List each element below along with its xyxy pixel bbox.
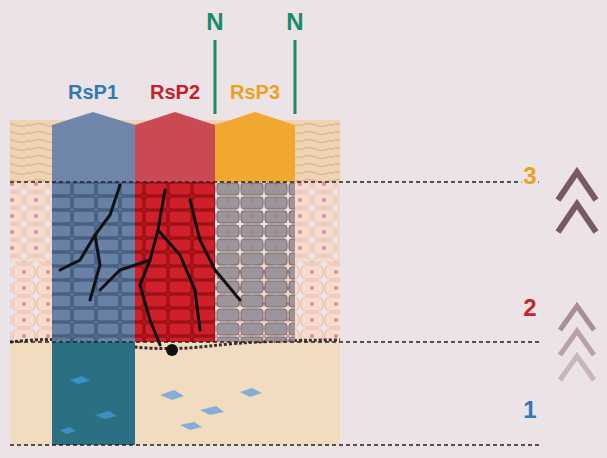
layer-number: 3 [521,163,538,189]
marker-label: N [284,9,305,35]
response-pattern-label: RsP1 [66,81,120,103]
layer-number: 1 [521,397,538,423]
response-pattern-label: RsP2 [148,81,202,103]
layer-number: 2 [521,295,538,321]
response-pattern-label: RsP3 [228,81,282,103]
marker-label: N [204,9,225,35]
